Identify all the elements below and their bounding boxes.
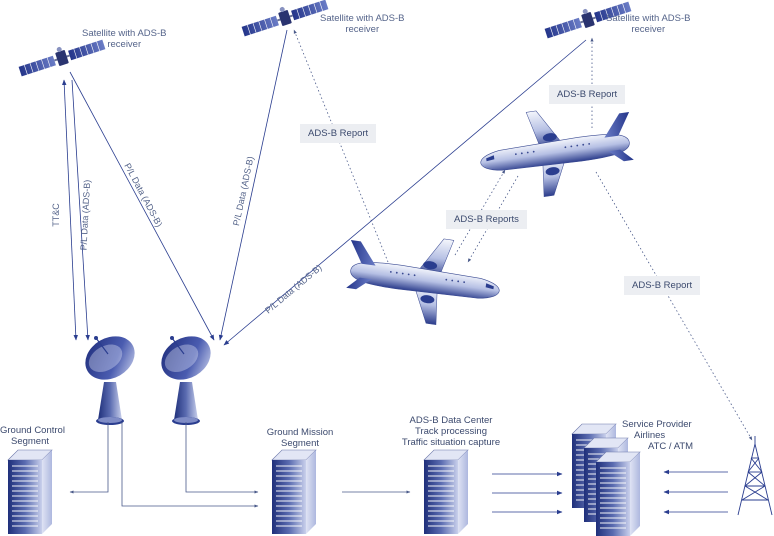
satellite-3-label: Satellite with ADS-B receiver xyxy=(606,13,690,35)
ground-mission-label-line2: Segment xyxy=(280,438,320,449)
adsb-report-top-right: ADS-B Report xyxy=(549,85,626,104)
antenna-to-mission-link-1 xyxy=(121,422,259,508)
antenna-to-control-link xyxy=(69,422,109,494)
satellite-2-label-line2: receiver xyxy=(345,24,380,35)
service-provider-label: Service Provider Airlines ATC / ATM xyxy=(622,419,693,452)
data-center-label: ADS-B Data Center Track processing Traff… xyxy=(396,415,506,448)
ttc-label: TT&C xyxy=(50,203,61,227)
adsb-reports-between: ADS-B Reports xyxy=(446,210,527,229)
service-provider-label-line2: Airlines xyxy=(634,430,666,441)
aircraft-2-icon xyxy=(474,97,640,206)
radio-tower-icon xyxy=(737,436,773,516)
data-center-label-line2: Track processing xyxy=(415,426,487,437)
pl-data-link-1 xyxy=(71,79,90,341)
satellite-2-label: Satellite with ADS-B receiver xyxy=(320,13,404,35)
satellite-3-label-line2: receiver xyxy=(631,24,666,35)
report-link-left xyxy=(293,29,389,263)
service-provider-label-line3: ATC / ATM xyxy=(648,441,694,452)
satellite-1-label-line1: Satellite with ADS-B xyxy=(82,28,167,39)
report-link-right xyxy=(595,171,753,441)
pl-data-link-3 xyxy=(218,29,288,341)
ground-control-server-icon xyxy=(7,449,53,535)
ground-control-label-line1: Ground Control xyxy=(0,425,65,436)
satellite-1-label-line2: receiver xyxy=(107,39,142,50)
satellite-1-label: Satellite with ADS-B receiver xyxy=(82,28,166,50)
aircraft-1-icon xyxy=(340,225,506,334)
dish-antenna-2-icon xyxy=(152,327,220,426)
service-server-3-icon xyxy=(595,451,641,536)
report-link-between-2 xyxy=(467,175,519,263)
ground-control-label: Ground Control Segment xyxy=(0,425,65,447)
adsb-report-left: ADS-B Report xyxy=(300,124,377,143)
data-center-label-line1: ADS-B Data Center xyxy=(409,415,493,426)
adsb-report-right: ADS-B Report xyxy=(624,276,701,295)
ground-mission-server-icon xyxy=(271,449,317,535)
ttc-link xyxy=(61,79,79,341)
data-center-server-icon xyxy=(423,449,469,535)
satellite-2-icon xyxy=(239,0,330,39)
ground-control-label-line2: Segment xyxy=(10,436,50,447)
antenna-to-mission-link-2 xyxy=(185,422,259,494)
satellite-2-label-line1: Satellite with ADS-B xyxy=(320,13,405,24)
pl-data-link-4 xyxy=(223,39,587,346)
ground-mission-label-line1: Ground Mission xyxy=(266,427,334,438)
data-center-label-line3: Traffic situation capture xyxy=(401,437,501,448)
service-provider-label-line1: Service Provider xyxy=(622,419,692,430)
satellite-3-label-line1: Satellite with ADS-B xyxy=(606,13,691,24)
pl-data-link-2 xyxy=(69,71,215,341)
ground-mission-label: Ground Mission Segment xyxy=(262,427,338,449)
dish-antenna-1-icon xyxy=(76,327,144,426)
